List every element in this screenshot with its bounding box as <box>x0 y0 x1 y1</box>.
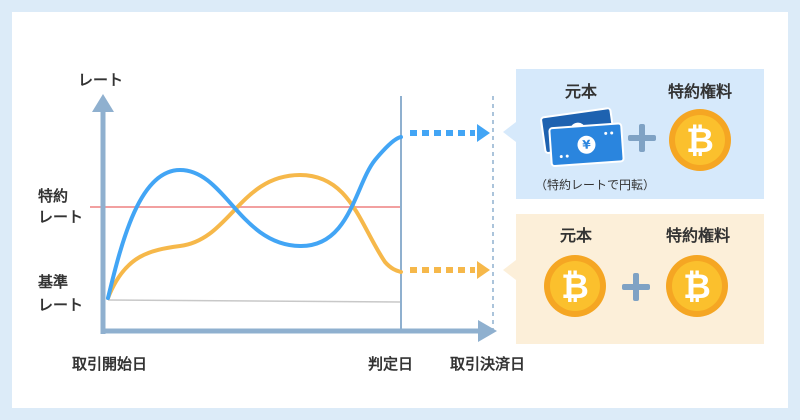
start-day-label: 取引開始日 <box>72 355 148 373</box>
bottom-box-pointer <box>503 260 516 280</box>
top-plus-icon <box>628 124 656 152</box>
svg-text:₿: ₿ <box>683 267 711 307</box>
base-rate-label-line2: レート <box>38 296 84 314</box>
judgment-day-label: 判定日 <box>368 355 414 373</box>
blue-rate-curve <box>106 135 403 300</box>
strike-rate-label-line2: レート <box>38 208 84 226</box>
bitcoin-coin-icon: ₿ <box>666 255 728 317</box>
strike-rate-label-line1: 特約 <box>38 187 69 205</box>
y-axis-title: レート <box>78 71 124 89</box>
y-axis-arrow <box>92 94 114 112</box>
yen-banknote-icon: ¥ ¥ <box>540 107 625 168</box>
base-rate-label-line1: 基準 <box>38 273 69 291</box>
bitcoin-coin-icon: ₿ <box>544 255 606 317</box>
bottom-plus-icon <box>622 273 650 301</box>
bottom-premium-label: 特約権料 <box>665 226 731 245</box>
blue-outcome-arrow-head <box>477 124 490 142</box>
top-principal-label: 元本 <box>564 82 598 101</box>
yen-conversion-note: （特約レートで円転） <box>534 178 656 192</box>
svg-text:₿: ₿ <box>686 121 714 161</box>
settlement-day-label: 取引決済日 <box>450 355 526 373</box>
orange-rate-curve <box>106 172 403 300</box>
top-premium-label: 特約権料 <box>667 82 733 101</box>
orange-outcome-arrow-head <box>477 261 490 279</box>
bottom-principal-label: 元本 <box>559 226 593 245</box>
svg-text:¥: ¥ <box>582 137 592 152</box>
top-box-pointer <box>503 122 516 142</box>
svg-text:₿: ₿ <box>561 267 589 307</box>
base-rate-line <box>107 299 401 303</box>
bitcoin-coin-icon: ₿ <box>669 109 731 171</box>
x-axis-arrow <box>478 320 497 342</box>
